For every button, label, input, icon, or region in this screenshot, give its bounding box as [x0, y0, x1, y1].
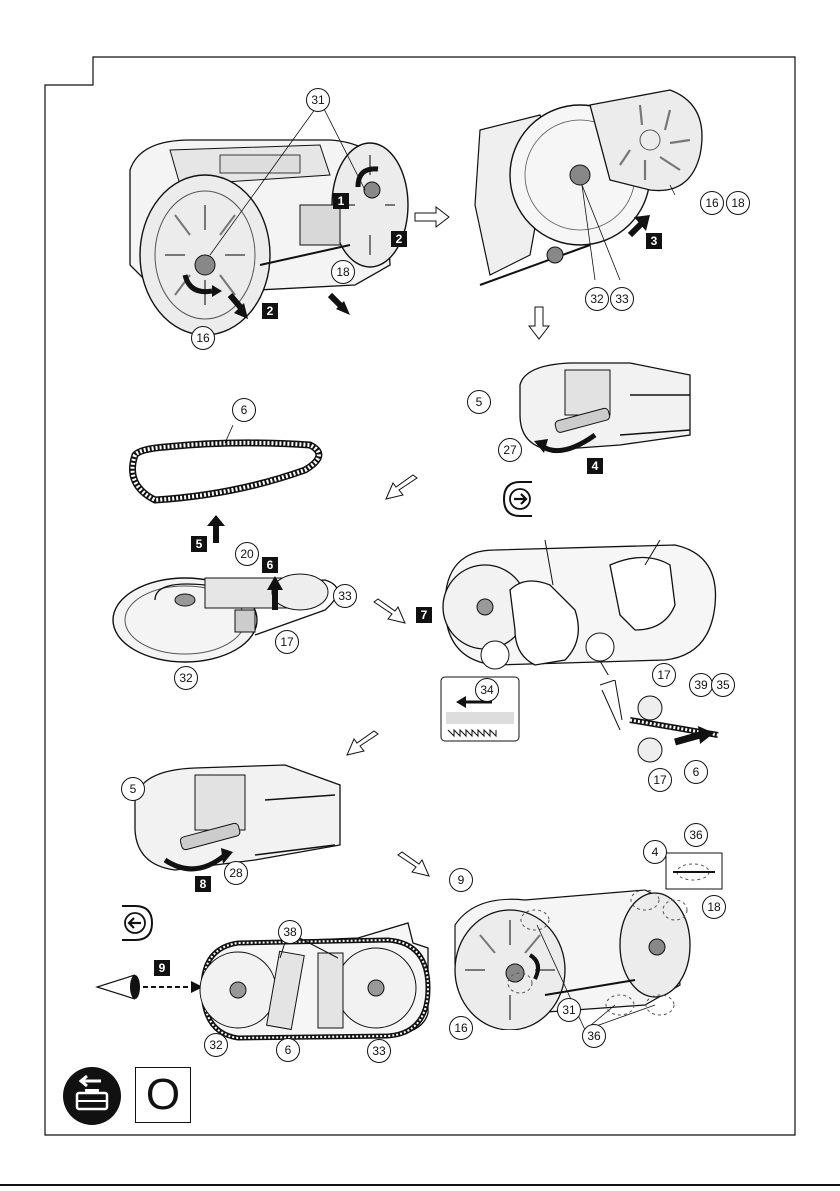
- callout-38: 38: [278, 920, 302, 944]
- rotate-counterclockwise-icon: [114, 902, 156, 944]
- step-5: 5: [191, 536, 207, 552]
- detail-inset: [665, 852, 723, 890]
- callout-33: 33: [333, 584, 357, 608]
- up-arrow-icon: [206, 514, 226, 544]
- step-6: 6: [262, 557, 278, 573]
- callout-16: 16: [449, 1016, 473, 1040]
- step-1: 1: [333, 193, 349, 209]
- arrow-icon: [396, 851, 432, 879]
- step-3: 3: [646, 233, 662, 249]
- saw-illustration-5: [105, 540, 355, 690]
- callout-32: 32: [174, 666, 198, 690]
- eye-icon: [95, 972, 205, 1002]
- callout-33: 33: [367, 1039, 391, 1063]
- mode-letter-box: O: [135, 1067, 191, 1123]
- callout-17: 17: [652, 663, 676, 687]
- saw-illustration-1: [100, 95, 420, 335]
- step-2: 2: [391, 231, 407, 247]
- callout-27: 27: [498, 438, 522, 462]
- callout-6: 6: [684, 760, 708, 784]
- bottom-rule: [0, 1184, 840, 1186]
- callout-18: 18: [331, 260, 355, 284]
- callout-16: 16: [191, 326, 215, 350]
- callout-36: 36: [684, 823, 708, 847]
- callout-20: 20: [235, 542, 259, 566]
- step-2b: 2: [262, 303, 278, 319]
- callout-36: 36: [582, 1024, 606, 1048]
- callout-4: 4: [643, 840, 667, 864]
- saw-illustration-6: [435, 535, 725, 675]
- callout-28: 28: [224, 861, 248, 885]
- callout-5: 5: [467, 390, 491, 414]
- callout-17: 17: [648, 768, 672, 792]
- callout-16: 16: [700, 191, 724, 215]
- rotate-clockwise-icon: [500, 478, 540, 520]
- arrow-icon: [372, 598, 408, 626]
- blade-illustration: [115, 425, 335, 515]
- arrow-icon: [414, 206, 450, 228]
- step-9: 9: [154, 960, 170, 976]
- callout-17: 17: [275, 630, 299, 654]
- callout-34: 34: [475, 678, 499, 702]
- callout-9: 9: [449, 868, 473, 892]
- step-8: 8: [195, 876, 211, 892]
- saw-illustration-2: [470, 85, 770, 295]
- callout-6: 6: [276, 1038, 300, 1062]
- callout-31: 31: [557, 998, 581, 1022]
- arrow-icon: [383, 474, 419, 502]
- saw-illustration-8: [198, 918, 433, 1043]
- callout-18: 18: [702, 895, 726, 919]
- step-4: 4: [587, 458, 603, 474]
- saw-illustration-3: [510, 355, 700, 465]
- callout-32: 32: [204, 1033, 228, 1057]
- callout-35: 35: [711, 673, 735, 697]
- step-7: 7: [416, 607, 432, 623]
- callout-31: 31: [306, 88, 330, 112]
- arrow-icon: [528, 306, 550, 340]
- callout-5: 5: [121, 777, 145, 801]
- callout-32: 32: [585, 287, 609, 311]
- battery-remove-icon: [63, 1067, 121, 1125]
- callout-18: 18: [726, 191, 750, 215]
- callout-33: 33: [610, 287, 634, 311]
- callout-6: 6: [232, 398, 256, 422]
- callout-39: 39: [689, 673, 713, 697]
- arrow-icon: [344, 730, 380, 758]
